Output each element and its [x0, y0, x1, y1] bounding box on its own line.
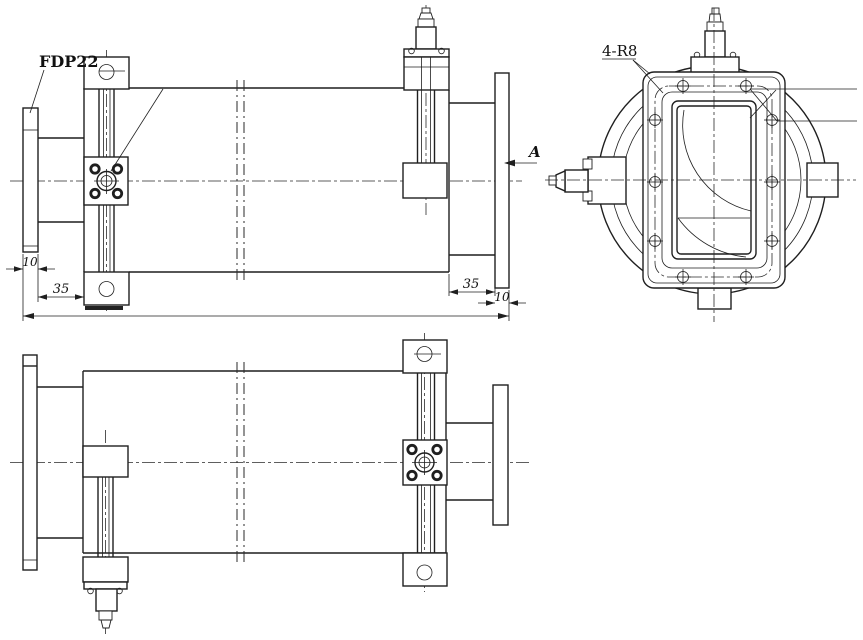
end-view: 4-R8: [545, 7, 857, 322]
leader-line: [632, 59, 651, 75]
left-bracket: [83, 50, 164, 314]
bolt-hole: [738, 78, 754, 94]
dim-text: 35: [463, 277, 480, 292]
bolt-hole: [111, 163, 124, 175]
side-fitting: [548, 156, 627, 205]
leader-line: [29, 69, 45, 114]
bolt-hole: [675, 269, 691, 285]
window-curve-lower: [677, 217, 747, 258]
base-pad: [85, 306, 123, 310]
bolt-hole: [431, 443, 443, 456]
bolt-hole: [431, 469, 443, 482]
left-neck: [38, 137, 84, 223]
mid-block: [402, 162, 448, 199]
right-bracket: [402, 5, 450, 215]
leader-line: [632, 59, 664, 94]
side-elevation-view: A 10 35: [6, 5, 541, 321]
dimension-left-flange-thickness: 10: [6, 254, 55, 321]
part-label: FDP22: [39, 52, 99, 71]
grease-fitting: [415, 7, 437, 50]
bolt-hole: [406, 469, 418, 482]
mid-block: [82, 445, 129, 478]
screw-head: [87, 587, 94, 595]
screw-head: [438, 47, 445, 55]
section-marker: A: [504, 143, 541, 167]
window-curve-upper: [682, 109, 752, 212]
tie-rod-end: [98, 64, 115, 80]
bolt-leader-lines: [749, 88, 857, 122]
left-bracket: [82, 430, 129, 634]
top-fitting: [690, 7, 740, 77]
dimension-overall-length: [23, 290, 510, 321]
dimension-right-neck-length: 35: [448, 274, 496, 296]
grease-fitting: [95, 588, 118, 629]
right-flange: [494, 72, 510, 289]
bolt-hole: [675, 78, 691, 94]
part-callout: FDP22: [29, 52, 99, 114]
dimension-left-neck-length: 35: [38, 282, 84, 300]
bolt-hole: [406, 443, 418, 456]
dim-text: 10: [22, 255, 38, 269]
leader-line: [110, 88, 164, 172]
right-flange: [492, 384, 509, 526]
right-step-and-flange: [449, 72, 510, 289]
dim-text: 35: [53, 282, 70, 297]
bolt-hole: [647, 233, 663, 249]
left-flange: [22, 354, 38, 571]
cylinder-body: [83, 80, 450, 281]
right-bracket: [402, 333, 448, 592]
left-neck: [37, 386, 83, 539]
bolt-hole: [647, 112, 663, 128]
tie-rod-end: [416, 564, 433, 581]
plan-view: [10, 333, 530, 634]
radius-callout: 4-R8: [602, 42, 664, 94]
bolt-hole: [764, 233, 780, 249]
dimension-right-flange-thickness: 10: [478, 290, 526, 306]
section-label: A: [527, 143, 541, 161]
bolt-hole: [89, 187, 101, 200]
bolt-hole: [738, 269, 754, 285]
bolt-hole: [111, 187, 124, 200]
bottom-lug: [697, 287, 732, 310]
dim-text: 10: [494, 290, 510, 304]
radius-label: 4-R8: [602, 42, 637, 60]
right-step-and-flange: [446, 384, 509, 526]
screw-head: [408, 47, 415, 55]
tie-rod-end: [98, 281, 115, 297]
bolt-hole: [647, 174, 663, 190]
bolt-hole: [89, 163, 101, 175]
bolt-hole: [764, 174, 780, 190]
left-flange: [22, 107, 39, 253]
